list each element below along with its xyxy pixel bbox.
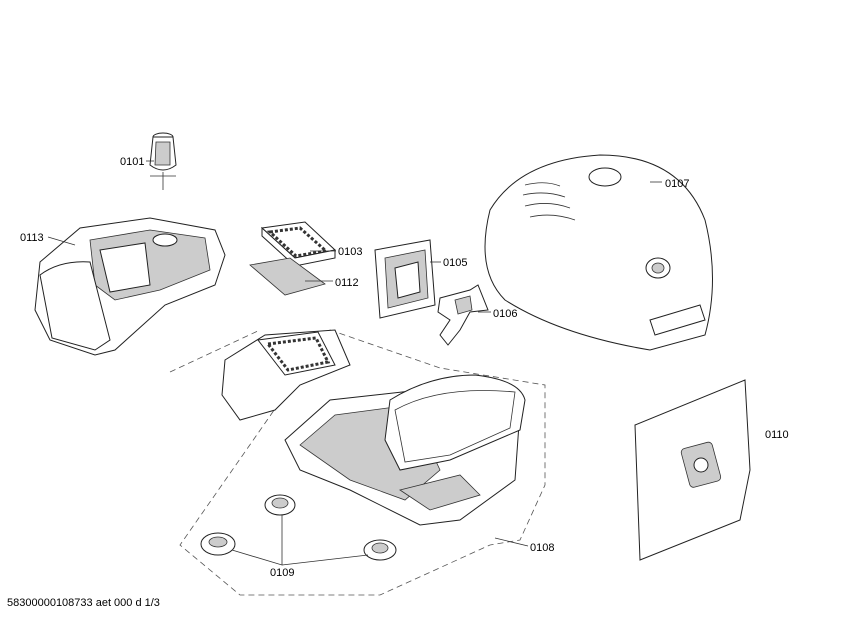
part-0108-base[interactable] — [221, 329, 529, 547]
label-0108: 0108 — [530, 542, 554, 554]
label-0107: 0107 — [665, 178, 689, 190]
document-id-footer: 58300000108733 aet 000 d 1/3 — [7, 597, 160, 609]
label-0113: 0113 — [20, 232, 44, 244]
part-0113-housing-top[interactable] — [34, 217, 226, 356]
label-0101: 0101 — [120, 156, 144, 168]
label-0109: 0109 — [270, 567, 294, 579]
label-0112: 0112 — [335, 277, 359, 289]
part-0101-knob[interactable] — [149, 132, 177, 190]
part-0106-clip[interactable] — [437, 284, 489, 346]
label-0103: 0103 — [338, 246, 362, 258]
label-0110: 0110 — [765, 429, 789, 441]
label-0106: 0106 — [493, 308, 517, 320]
label-0105: 0105 — [443, 257, 467, 269]
assembly-outline — [169, 329, 546, 596]
part-0103-filter-grid[interactable] — [260, 221, 337, 267]
leader-lines — [47, 160, 662, 313]
part-0110-dust-bag[interactable] — [634, 379, 751, 561]
part-0109-wheels[interactable] — [200, 494, 397, 566]
part-0112-filter-mat[interactable] — [249, 257, 326, 296]
part-0105-filter-frame[interactable] — [374, 239, 436, 319]
part-0107-cover[interactable] — [484, 154, 713, 351]
